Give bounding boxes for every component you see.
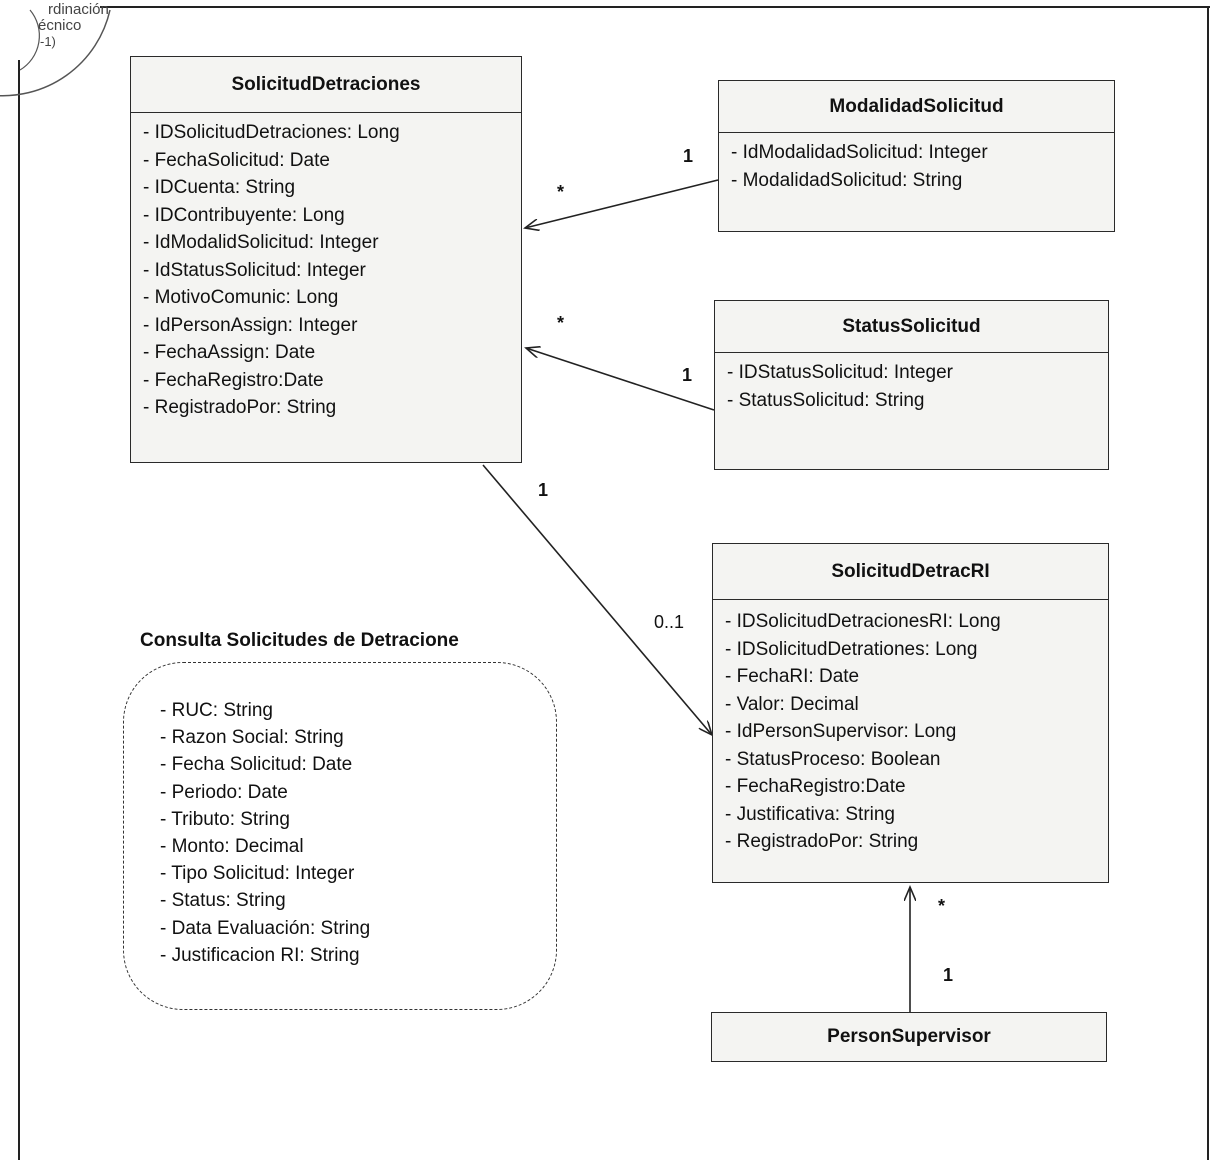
attribute: - IDSolicitudDetraciones: Long — [143, 122, 400, 143]
class-modalidad-solicitud: ModalidadSolicitud - IdModalidadSolicitu… — [718, 80, 1115, 232]
note-box: - RUC: String - Razon Social: String - F… — [123, 662, 557, 1010]
frame-top-line — [100, 6, 1210, 8]
attribute: - Justificativa: String — [725, 803, 895, 825]
attribute: - IdModalidSolicitud: Integer — [143, 232, 379, 253]
note-attribute: - Justificacion RI: String — [160, 944, 360, 966]
attribute: - IdPersonAssign: Integer — [143, 314, 358, 336]
attribute: - FechaRegistro:Date — [725, 776, 906, 797]
attribute: - IdModalidadSolicitud: Integer — [731, 142, 988, 163]
attribute: - Valor: Decimal — [725, 693, 859, 715]
class-solicitud-detraciones: SolicitudDetraciones - IDSolicitudDetrac… — [130, 56, 522, 463]
assoc-modalidad — [525, 179, 719, 228]
multiplicity-status-many: * — [557, 313, 565, 333]
note-attribute: - Tipo Solicitud: Integer — [160, 863, 355, 885]
attribute: - IDSolicitudDetrationes: Long — [725, 638, 978, 660]
note-attribute: - Monto: Decimal — [160, 836, 304, 858]
attribute-list: - IdModalidadSolicitud: Integer - Modali… — [719, 133, 1114, 194]
class-name: SolicitudDetraciones — [131, 57, 521, 113]
assoc-ri — [482, 464, 712, 735]
class-solicitud-detrac-ri: SolicitudDetracRI - IDSolicitudDetracion… — [712, 543, 1109, 883]
stamp-line-2: écnico — [38, 17, 81, 34]
class-name: StatusSolicitud — [715, 301, 1108, 353]
multiplicity-supervisor-one: 1 — [943, 965, 954, 985]
note-attribute: - Tributo: String — [160, 808, 290, 830]
note-attribute-list: - RUC: String - Razon Social: String - F… — [160, 697, 370, 969]
multiplicity-modalidad-one: 1 — [683, 146, 694, 166]
multiplicity-status-one: 1 — [682, 365, 693, 385]
multiplicity-ri-one: 1 — [538, 480, 549, 500]
class-name: ModalidadSolicitud — [719, 81, 1114, 133]
class-person-supervisor: PersonSupervisor — [711, 1012, 1107, 1062]
note-attribute: - Status: String — [160, 890, 286, 912]
multiplicity-supervisor-many: * — [938, 896, 946, 916]
stamp-line-1: rdinación — [48, 1, 109, 18]
attribute: - IDCuenta: String — [143, 177, 296, 198]
class-status-solicitud: StatusSolicitud - IDStatusSolicitud: Int… — [714, 300, 1109, 470]
stamp-line-3: -1) — [40, 34, 56, 49]
attribute: - IDStatusSolicitud: Integer — [727, 362, 953, 383]
class-name: PersonSupervisor — [827, 1026, 991, 1047]
attribute: - FechaRegistro:Date — [143, 369, 324, 391]
note-attribute: - Fecha Solicitud: Date — [160, 754, 353, 776]
attribute: - FechaSolicitud: Date — [143, 149, 330, 171]
attribute: - ModalidadSolicitud: String — [731, 169, 963, 191]
seal-stamp: rdinación écnico -1) — [0, 1, 111, 97]
attribute: - RegistradoPor: String — [143, 397, 337, 418]
note-attribute: - Razon Social: String — [160, 727, 344, 749]
frame-right-line — [1207, 6, 1209, 1160]
attribute: - IDSolicitudDetracionesRI: Long — [725, 611, 1001, 632]
attribute: - StatusSolicitud: String — [727, 389, 925, 411]
attribute-list: - IDSolicitudDetraciones: Long - FechaSo… — [131, 113, 521, 422]
attribute: - IdPersonSupervisor: Long — [725, 721, 957, 742]
frame-left-line — [18, 60, 20, 1160]
note-attribute: - RUC: String — [160, 700, 273, 721]
multiplicity-ri-zero-one: 0..1 — [654, 612, 685, 632]
attribute: - RegistradoPor: String — [725, 831, 919, 852]
attribute-list: - IDSolicitudDetracionesRI: Long - IDSol… — [713, 600, 1108, 856]
note-title: Consulta Solicitudes de Detracione — [140, 630, 459, 651]
multiplicity-modalidad-many: * — [557, 182, 565, 202]
note-attribute: - Periodo: Date — [160, 781, 288, 803]
class-name: SolicitudDetracRI — [713, 544, 1108, 600]
attribute: - IdStatusSolicitud: Integer — [143, 259, 366, 281]
note-attribute: - Data Evaluación: String — [160, 917, 371, 939]
attribute-list: - IDStatusSolicitud: Integer - StatusSol… — [715, 353, 1108, 414]
attribute: - FechaAssign: Date — [143, 342, 316, 363]
attribute: - IDContribuyente: Long — [143, 204, 345, 226]
attribute: - FechaRI: Date — [725, 666, 860, 687]
attribute: - StatusProceso: Boolean — [725, 748, 941, 770]
assoc-status — [526, 348, 715, 411]
attribute: - MotivoComunic: Long — [143, 287, 339, 308]
